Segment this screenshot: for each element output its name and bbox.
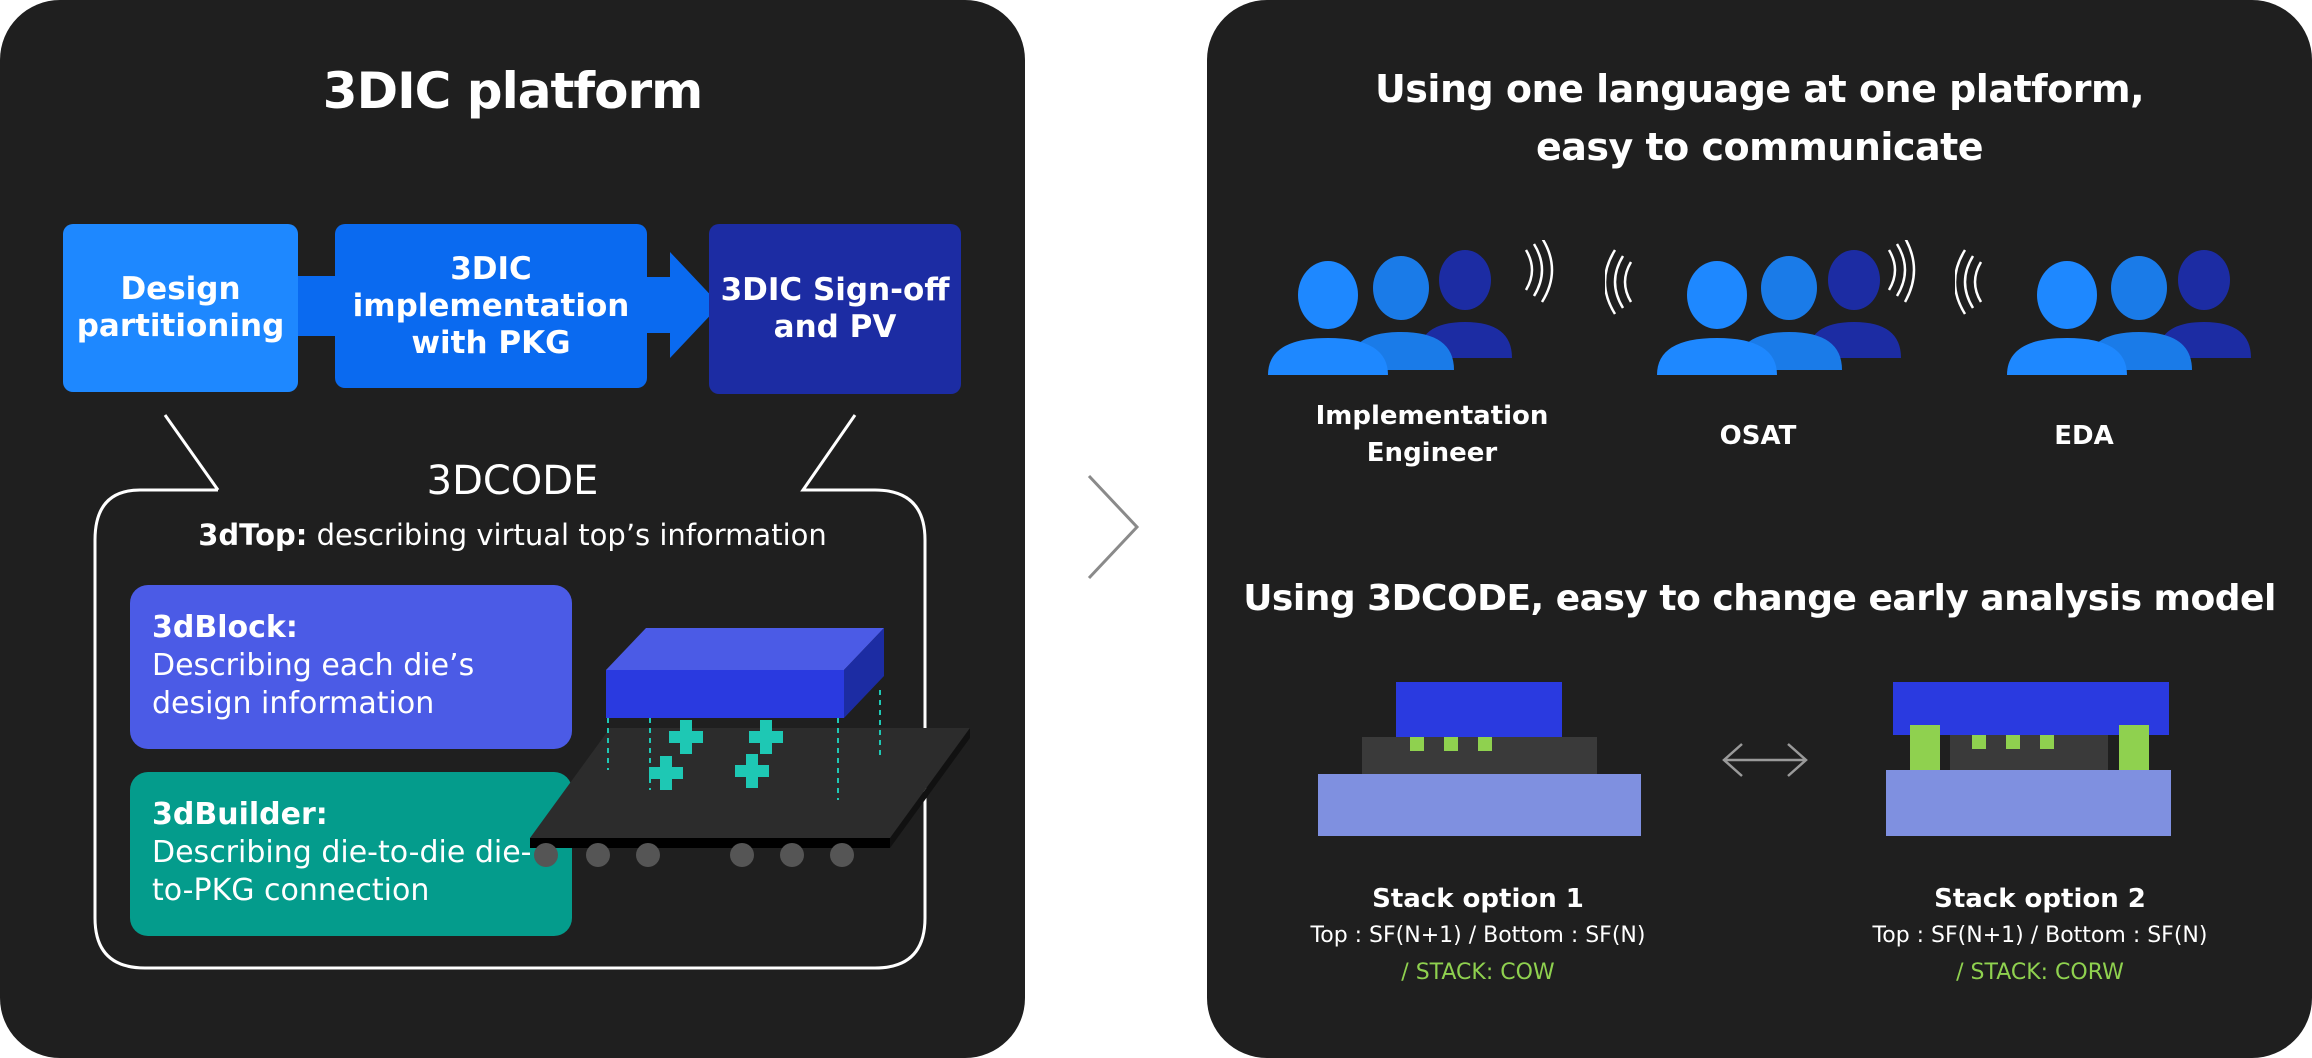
role-label-implementation-engineer: Implementation Engineer [1315, 401, 1549, 468]
chip-stack-illustration [530, 628, 970, 867]
code-callout-bubble [93, 414, 927, 970]
sound-waves-icon [1955, 249, 1983, 315]
step-design-partitioning: Design partitioning [63, 224, 298, 392]
stack-option-1-name: Stack option 1 [1372, 884, 1584, 914]
stack-option-1-caption: Stack option 1 Top : SF(N+1) / Bottom : … [1268, 880, 1688, 992]
stack-option-1-diagram [1318, 682, 1641, 836]
chevron-right-icon [1087, 474, 1140, 580]
step-3dic-implementation: 3DIC implementation with PKG [335, 224, 647, 388]
card-3dblock: 3dBlock: Describing each die’s design in… [130, 585, 572, 749]
code-top-line: 3dTop: describing virtual top’s informat… [0, 518, 1025, 552]
people-group-icon-implementation [1268, 240, 1554, 375]
builder-term: 3dBuilder: [152, 797, 328, 832]
stack-option-2-spec: Top : SF(N+1) / Bottom : SF(N) [1872, 923, 2208, 948]
sound-waves-icon [1524, 240, 1554, 303]
step-3dic-signoff: 3DIC Sign-off and PV [709, 224, 961, 394]
block-desc: Describing each die’s design information [152, 648, 475, 721]
top-term: 3dTop: [198, 518, 308, 552]
communicate-title-line2: easy to communicate [1535, 125, 1984, 169]
block-term: 3dBlock: [152, 610, 298, 645]
stack-option-2-caption: Stack option 2 Top : SF(N+1) / Bottom : … [1830, 880, 2250, 992]
stack-option-2-diagram [1886, 682, 2171, 836]
role-label-eda: EDA [2054, 421, 2114, 451]
connector-marks [649, 720, 783, 790]
platform-title: 3DIC platform [322, 62, 703, 120]
stack-option-1-spec: Top : SF(N+1) / Bottom : SF(N) [1310, 923, 1646, 948]
sound-waves-icon [1605, 249, 1633, 315]
role-label-osat: OSAT [1719, 421, 1797, 451]
people-group-icon-osat [1605, 240, 1916, 375]
people-group-icon-eda [1955, 249, 2251, 375]
code-title: 3DCODE [426, 458, 599, 504]
double-arrow-icon [1722, 743, 1808, 777]
stack-option-2-type: / STACK: CORW [1956, 960, 2124, 985]
analysis-model-title: Using 3DCODE, easy to change early analy… [1243, 578, 2276, 619]
card-3dbuilder: 3dBuilder: Describing die-to-die die-to-… [130, 772, 572, 936]
top-desc: describing virtual top’s information [307, 518, 827, 552]
stack-option-2-name: Stack option 2 [1934, 884, 2146, 914]
communicate-title: Using one language at one platform, easy… [1207, 60, 2312, 176]
builder-desc: Describing die-to-die die-to-PKG connect… [152, 835, 532, 908]
stack-option-1-type: / STACK: COW [1401, 960, 1555, 985]
right-panel [1207, 0, 2312, 1058]
communicate-title-line1: Using one language at one platform, [1374, 67, 2145, 111]
sound-waves-icon [1887, 240, 1916, 303]
